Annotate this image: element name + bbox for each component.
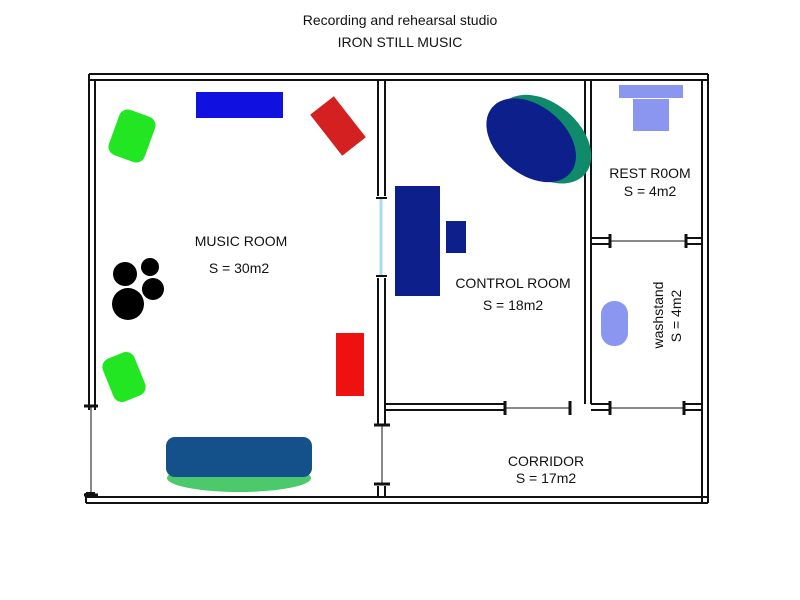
washstand-label: washstand [650,282,666,350]
washstand-area: S = 4m2 [668,290,684,343]
music-room-area: S = 30m2 [209,260,270,276]
doors [84,234,688,497]
amp-red [336,333,364,396]
corridor-area: S = 17m2 [516,470,577,486]
control-room-area: S = 18m2 [483,297,544,313]
control-window [376,197,387,277]
control-room-label: CONTROL ROOM [455,275,570,291]
rest-room-area: S = 4m2 [624,183,677,199]
washbasin [601,301,628,346]
keyboard-blue [196,92,283,118]
monitor-small [446,221,466,253]
rest-room-table [619,85,683,131]
drum-kit [112,258,164,320]
speaker-left-bottom [102,352,146,402]
plan-subtitle: IRON STILL MUSIC [337,34,463,50]
music-room-label: MUSIC ROOM [195,233,288,249]
rest-room-label: REST R0OM [609,165,690,181]
plan-title: Recording and rehearsal studio [302,12,498,28]
speaker-left-top [108,109,156,163]
sofa [166,437,312,492]
corridor-label: CORRIDOR [508,453,584,469]
control-couch [486,94,592,184]
amp-red-angled [310,96,366,156]
mixing-desk [395,186,440,296]
